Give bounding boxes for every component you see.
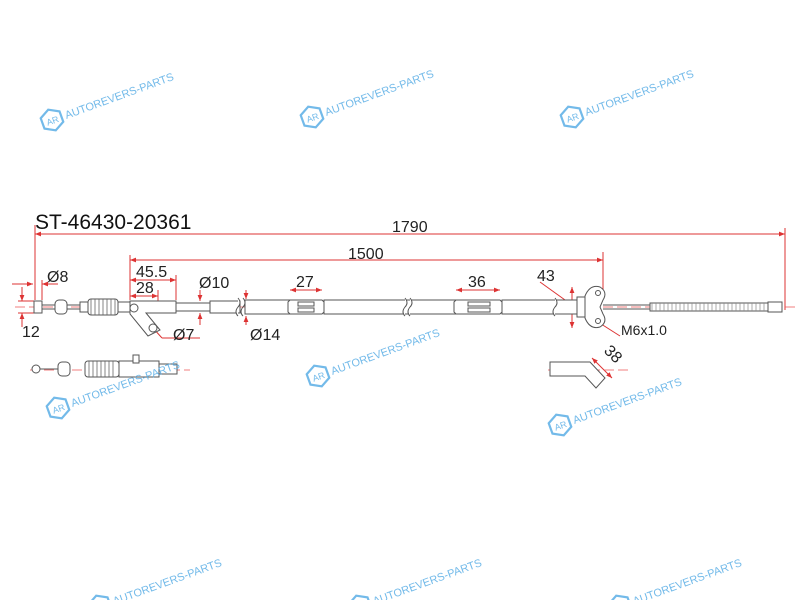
svg-text:AUTOREVERS-PARTS: AUTOREVERS-PARTS <box>371 557 483 600</box>
dim-38: 38 <box>600 342 625 367</box>
svg-text:AUTOREVERS-PARTS: AUTOREVERS-PARTS <box>583 68 695 119</box>
dim-43: 43 <box>537 268 555 285</box>
svg-text:AR: AR <box>51 402 67 416</box>
dim-dia-8: Ø8 <box>47 269 68 286</box>
dimension-lines <box>12 225 786 379</box>
svg-text:AUTOREVERS-PARTS: AUTOREVERS-PARTS <box>63 71 175 122</box>
dim-27: 27 <box>296 274 314 291</box>
part-number: ST-46430-20361 <box>35 211 191 234</box>
svg-text:AUTOREVERS-PARTS: AUTOREVERS-PARTS <box>571 376 683 427</box>
dim-dia-10: Ø10 <box>199 275 229 292</box>
dim-total-length: 1790 <box>392 219 428 236</box>
end-view-left <box>30 354 190 378</box>
svg-text:AR: AR <box>305 111 321 125</box>
svg-text:AR: AR <box>311 370 327 384</box>
svg-text:AUTOREVERS-PARTS: AUTOREVERS-PARTS <box>111 557 223 600</box>
dim-36: 36 <box>468 274 486 291</box>
dim-dia-14: Ø14 <box>250 327 280 344</box>
svg-text:AUTOREVERS-PARTS: AUTOREVERS-PARTS <box>323 68 435 119</box>
dimension-labels: 1790 1500 45.5 28 Ø8 Ø10 Ø7 Ø14 12 27 36… <box>22 219 667 367</box>
svg-text:AUTOREVERS-PARTS: AUTOREVERS-PARTS <box>329 327 441 378</box>
svg-text:AR: AR <box>553 419 569 433</box>
dim-45-5: 45.5 <box>136 264 167 281</box>
svg-text:AUTOREVERS-PARTS: AUTOREVERS-PARTS <box>631 557 743 600</box>
parking-brake-cable <box>15 285 797 337</box>
dim-dia-7: Ø7 <box>173 327 194 344</box>
dim-28: 28 <box>136 280 154 297</box>
end-view-right <box>548 361 630 389</box>
dim-sheath-length: 1500 <box>348 246 384 263</box>
watermark-logo: AUTOREVERS-PARTS <box>605 557 744 600</box>
watermark-logo: AUTOREVERS-PARTS <box>345 557 484 600</box>
watermark-logo: AUTOREVERS-PARTS <box>85 557 224 600</box>
dim-thread: M6x1.0 <box>621 322 667 338</box>
dim-12: 12 <box>22 324 40 341</box>
svg-text:AR: AR <box>565 111 581 125</box>
svg-text:AR: AR <box>45 114 61 128</box>
